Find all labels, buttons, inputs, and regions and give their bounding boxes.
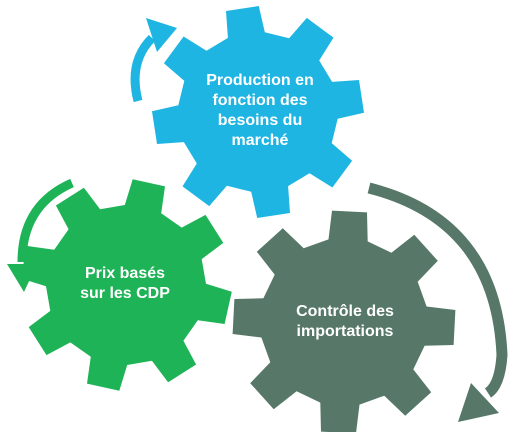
prix-gear (20, 179, 232, 391)
prix-line-2: sur les CDP (80, 285, 170, 302)
blue-curved-arrow (130, 18, 177, 103)
controle-line-1: Contrôle des (296, 303, 394, 320)
production-gear-label: Production en fonction des besoins du ma… (180, 70, 340, 152)
controle-gear-label: Contrôle des importations (275, 300, 415, 344)
prix-gear-label: Prix basés sur les CDP (70, 262, 180, 306)
production-line-4: marché (231, 132, 289, 149)
production-line-1: Production en (206, 72, 314, 89)
production-gear (152, 6, 364, 218)
production-line-3: besoins du (217, 112, 303, 129)
controle-gear (232, 210, 456, 432)
grey-curved-arrow (367, 182, 508, 422)
production-line-2: fonction des (212, 92, 308, 109)
controle-line-2: importations (296, 323, 394, 340)
prix-line-1: Prix basés (84, 265, 166, 282)
